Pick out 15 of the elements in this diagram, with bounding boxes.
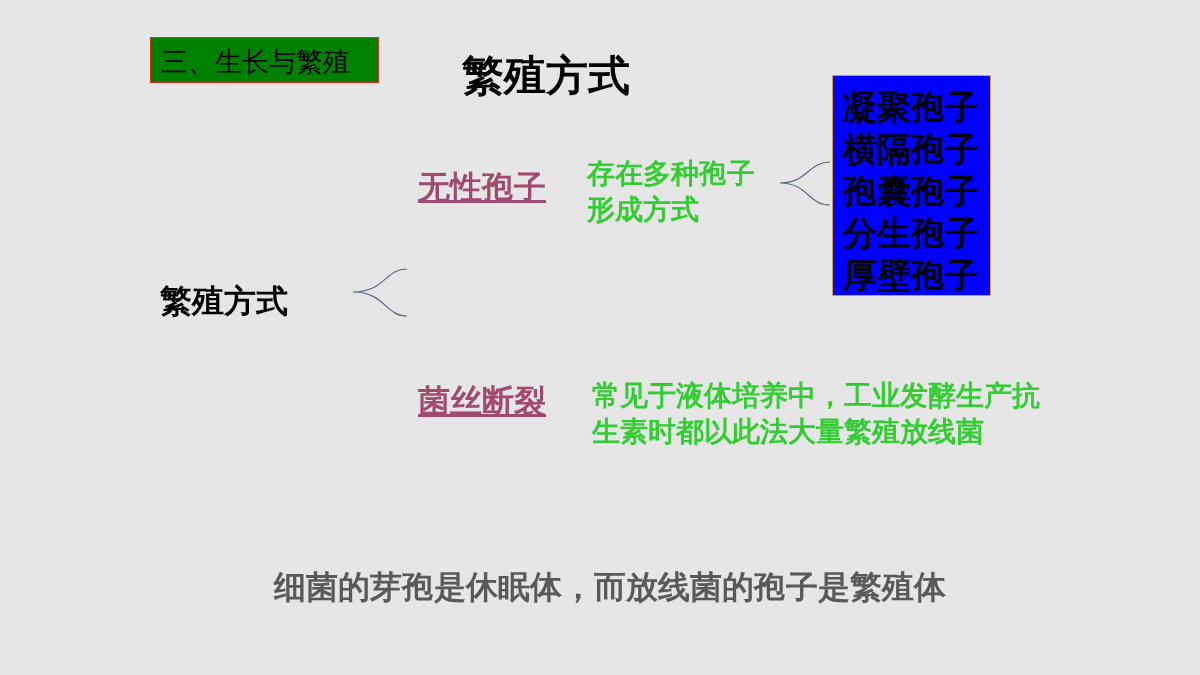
- term-list-box: [832, 75, 991, 296]
- section-tag: [150, 37, 379, 83]
- spore-type: 分生孢子: [843, 212, 980, 254]
- spore-type: 孢囊孢子: [843, 170, 980, 212]
- note-text: 常见于液体培养中，工业发酵生产抗生素时都以此法大量繁殖放线菌: [592, 378, 1041, 450]
- spore-type: 横隔孢子: [843, 128, 980, 170]
- branch-label: 无性孢子: [418, 167, 546, 208]
- slide-caption: 细菌的芽孢是休眠体，而放线菌的孢子是繁殖体: [272, 567, 947, 608]
- note-text: 存在多种孢子形成方式: [587, 156, 756, 228]
- section-heading: 三、生长与繁殖: [161, 46, 351, 78]
- branch-root: 繁殖方式: [160, 281, 288, 322]
- spore-type: 凝聚孢子: [843, 86, 980, 128]
- slide-title: 繁殖方式: [462, 50, 630, 102]
- spore-type: 厚壁孢子: [843, 254, 980, 296]
- branch-label: 菌丝断裂: [418, 381, 546, 422]
